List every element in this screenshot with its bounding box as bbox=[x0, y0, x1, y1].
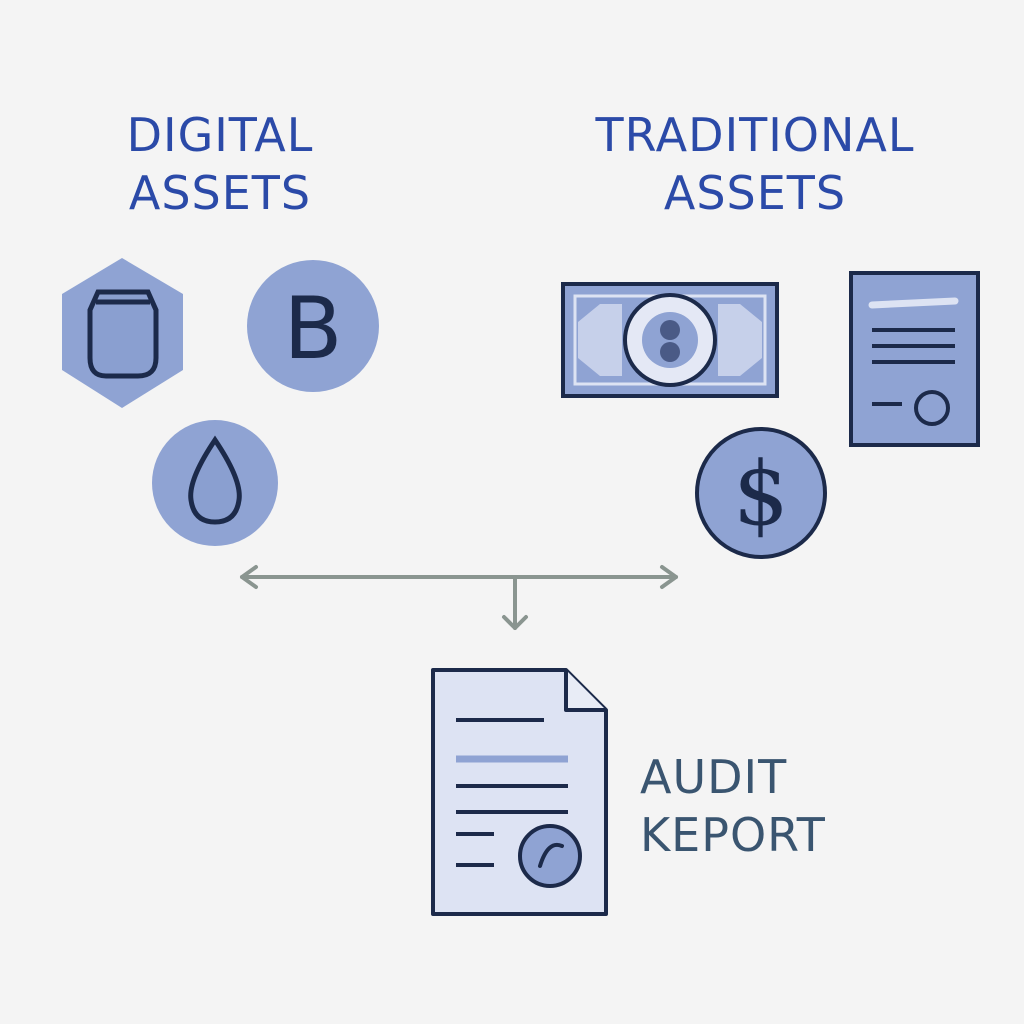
dollar-coin-icon: $ bbox=[695, 427, 827, 559]
digital-assets-heading-line1: DIGITAL bbox=[126, 108, 314, 162]
traditional-assets-heading: TRADITIONAL ASSETS bbox=[545, 106, 965, 222]
audit-report-label-line1: AUDIT bbox=[640, 750, 788, 804]
traditional-assets-heading-line1: TRADITIONAL bbox=[595, 108, 915, 162]
traditional-assets-heading-line2: ASSETS bbox=[663, 166, 847, 220]
bitcoin-coin-icon: B bbox=[247, 260, 379, 392]
merge-connector-arrows bbox=[240, 565, 678, 630]
banknote-icon bbox=[561, 282, 779, 398]
bitcoin-glyph: B bbox=[284, 279, 343, 379]
hexagon-shield-icon bbox=[62, 258, 183, 408]
drop-coin-icon bbox=[152, 420, 278, 546]
audit-report-document-icon bbox=[431, 668, 608, 916]
digital-assets-heading-line2: ASSETS bbox=[128, 166, 312, 220]
digital-assets-heading: DIGITAL ASSETS bbox=[60, 106, 380, 222]
audit-report-label-line2: KEPORT bbox=[640, 808, 826, 862]
certificate-document-icon bbox=[849, 271, 980, 447]
dollar-glyph: $ bbox=[733, 442, 789, 545]
audit-report-label: AUDIT KEPORT bbox=[640, 748, 826, 864]
